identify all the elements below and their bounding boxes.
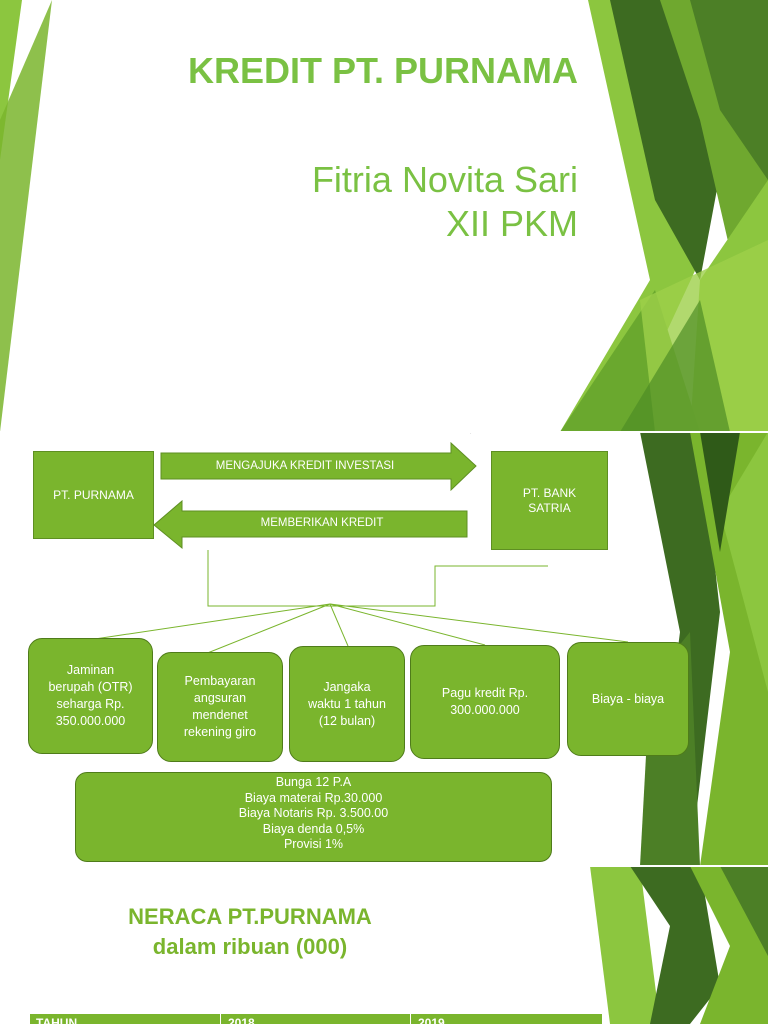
column-divider xyxy=(220,1014,221,1024)
credit-diagram-slide: PT. PURNAMA PT. BANK SATRIA MENGAJUKA KR… xyxy=(0,432,768,866)
column-divider xyxy=(410,1014,411,1024)
item-text: Pagu kredit Rp. xyxy=(441,686,529,700)
item-text: waktu 1 tahun xyxy=(308,696,386,711)
item-text: Jangaka xyxy=(323,679,371,694)
item-text: angsuran xyxy=(193,691,247,705)
bank-name-line1: PT. BANK xyxy=(522,485,577,500)
item-collateral: Jaminan berupah (OTR) seharga Rp. 350.00… xyxy=(28,638,153,754)
item-term: Jangaka waktu 1 tahun (12 bulan) xyxy=(289,646,405,762)
title-line: NERACA PT.PURNAMA xyxy=(128,904,372,929)
item-text: Jaminan xyxy=(66,663,115,677)
slide-subtitle: Fitria Novita Sari XII PKM xyxy=(312,158,578,246)
company-box: PT. PURNAMA xyxy=(33,451,154,539)
item-payment: Pembayaran angsuran mendenet rekening gi… xyxy=(157,652,283,762)
detail-line: Biaya Notaris Rp. 3.500.00 xyxy=(238,806,389,820)
arrow-left-label: MEMBERIKAN KREDIT xyxy=(260,517,384,529)
slide-separator xyxy=(0,431,768,433)
balance-sheet-slide: NERACA PT.PURNAMA dalam ribuan (000) TAH… xyxy=(0,866,768,1024)
title-slide: KREDIT PT. PURNAMA Fitria Novita Sari XI… xyxy=(0,0,768,432)
item-text: seharga Rp. xyxy=(56,697,125,711)
slide-title: NERACA PT.PURNAMA dalam ribuan (000) xyxy=(0,902,500,962)
item-text: 300.000.000 xyxy=(450,703,520,717)
item-costs: Biaya - biaya xyxy=(567,642,689,756)
class-name: XII PKM xyxy=(445,203,578,244)
table-header-row: TAHUN 2018 2019 xyxy=(30,1014,602,1024)
detail-line: Provisi 1% xyxy=(283,837,344,851)
table-header-cell: 2018 xyxy=(228,1016,255,1024)
table-header-cell: TAHUN xyxy=(36,1016,78,1024)
item-credit-limit: Pagu kredit Rp. 300.000.000 xyxy=(410,645,560,759)
item-text: Pembayaran xyxy=(184,674,256,688)
slide-separator xyxy=(0,865,768,867)
detail-line: Biaya materai Rp.30.000 xyxy=(244,790,383,805)
item-text: (12 bulan) xyxy=(318,713,376,728)
arrow-right xyxy=(160,442,477,492)
table-header-cell: 2019 xyxy=(418,1016,445,1024)
item-text: mendenet xyxy=(192,708,248,722)
item-text: 350.000.000 xyxy=(55,714,126,728)
arrow-right-label: MENGAJUKA KREDIT INVESTASI xyxy=(215,460,395,472)
arrow-left xyxy=(153,500,468,550)
detail-line: Bunga 12 P.A xyxy=(275,775,352,789)
detail-line: Biaya denda 0,5% xyxy=(262,821,365,836)
costs-detail-box: Bunga 12 P.A Biaya materai Rp.30.000 Bia… xyxy=(75,772,552,862)
bank-name-line2: SATRIA xyxy=(528,500,571,515)
author-name: Fitria Novita Sari xyxy=(311,159,578,200)
title-line: dalam ribuan (000) xyxy=(152,934,348,959)
item-text: rekening giro xyxy=(183,725,257,739)
item-text: berupah (OTR) xyxy=(48,680,133,694)
bank-box: PT. BANK SATRIA xyxy=(491,451,608,550)
slide-title: KREDIT PT. PURNAMA xyxy=(187,50,578,91)
item-text: Biaya - biaya xyxy=(591,691,665,706)
